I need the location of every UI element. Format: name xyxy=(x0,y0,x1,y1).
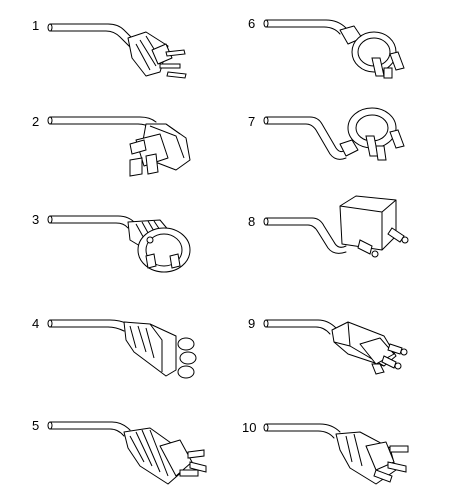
plug-item-6: 6 xyxy=(248,16,405,79)
plug-item-5: 5 xyxy=(32,418,207,485)
plug-item-4: 4 xyxy=(32,316,197,379)
plug-number-label: 7 xyxy=(248,114,255,129)
plug-number-label: 9 xyxy=(248,316,255,331)
plug-type-9-icon xyxy=(263,319,408,375)
plug-item-9: 9 xyxy=(248,316,408,375)
plug-item-8: 8 xyxy=(248,195,409,258)
plug-number-label: 2 xyxy=(32,114,39,129)
plug-number-label: 6 xyxy=(248,16,255,31)
plug-number-label: 10 xyxy=(242,420,256,435)
plug-number-label: 4 xyxy=(32,316,39,331)
plug-item-2: 2 xyxy=(32,114,191,177)
plug-item-1: 1 xyxy=(32,18,187,79)
plug-item-10: 10 xyxy=(242,420,409,485)
plug-type-4-icon xyxy=(47,319,197,379)
plug-type-10-icon xyxy=(263,423,409,485)
plug-number-label: 1 xyxy=(32,18,39,33)
plug-type-6-icon xyxy=(263,19,405,79)
plug-type-1-icon xyxy=(47,23,187,79)
plug-number-label: 3 xyxy=(32,212,39,227)
plug-number-label: 5 xyxy=(32,418,39,433)
plug-type-3-icon xyxy=(47,215,191,273)
plug-type-5-icon xyxy=(47,421,207,485)
plug-type-7-icon xyxy=(263,107,405,161)
plug-item-7: 7 xyxy=(248,107,405,161)
plug-type-2-icon xyxy=(47,116,191,177)
plug-item-3: 3 xyxy=(32,212,191,273)
plug-type-8-icon xyxy=(263,195,409,258)
plug-number-label: 8 xyxy=(248,214,255,229)
